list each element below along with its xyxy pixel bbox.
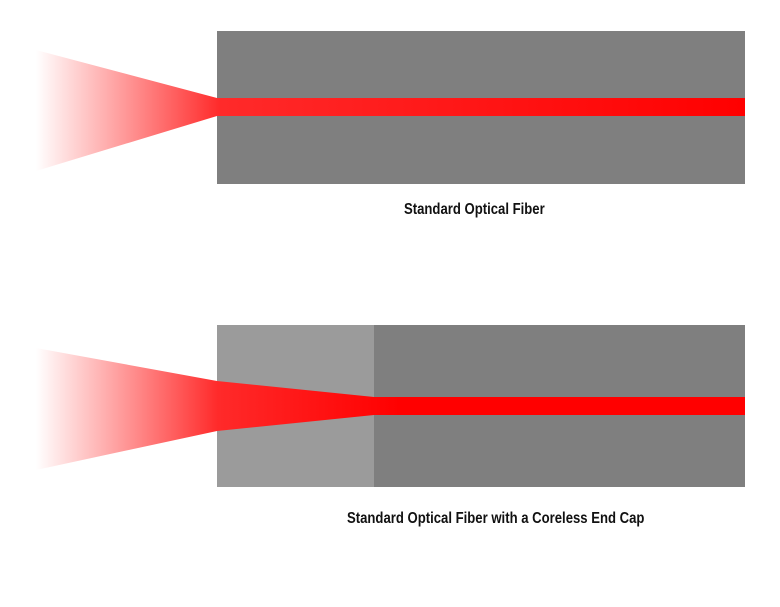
caption-text: Standard Optical Fiber [404,201,545,218]
standard-fiber-caption: Standard Optical Fiber [404,201,576,219]
laser-beam [36,50,745,171]
caption-text: Standard Optical Fiber with a Coreless E… [347,510,645,527]
standard-fiber-diagram [36,31,745,184]
end-cap-fiber-diagram [36,325,745,487]
end-cap-fiber-caption: Standard Optical Fiber with a Coreless E… [347,510,710,528]
laser-beam [36,348,745,470]
